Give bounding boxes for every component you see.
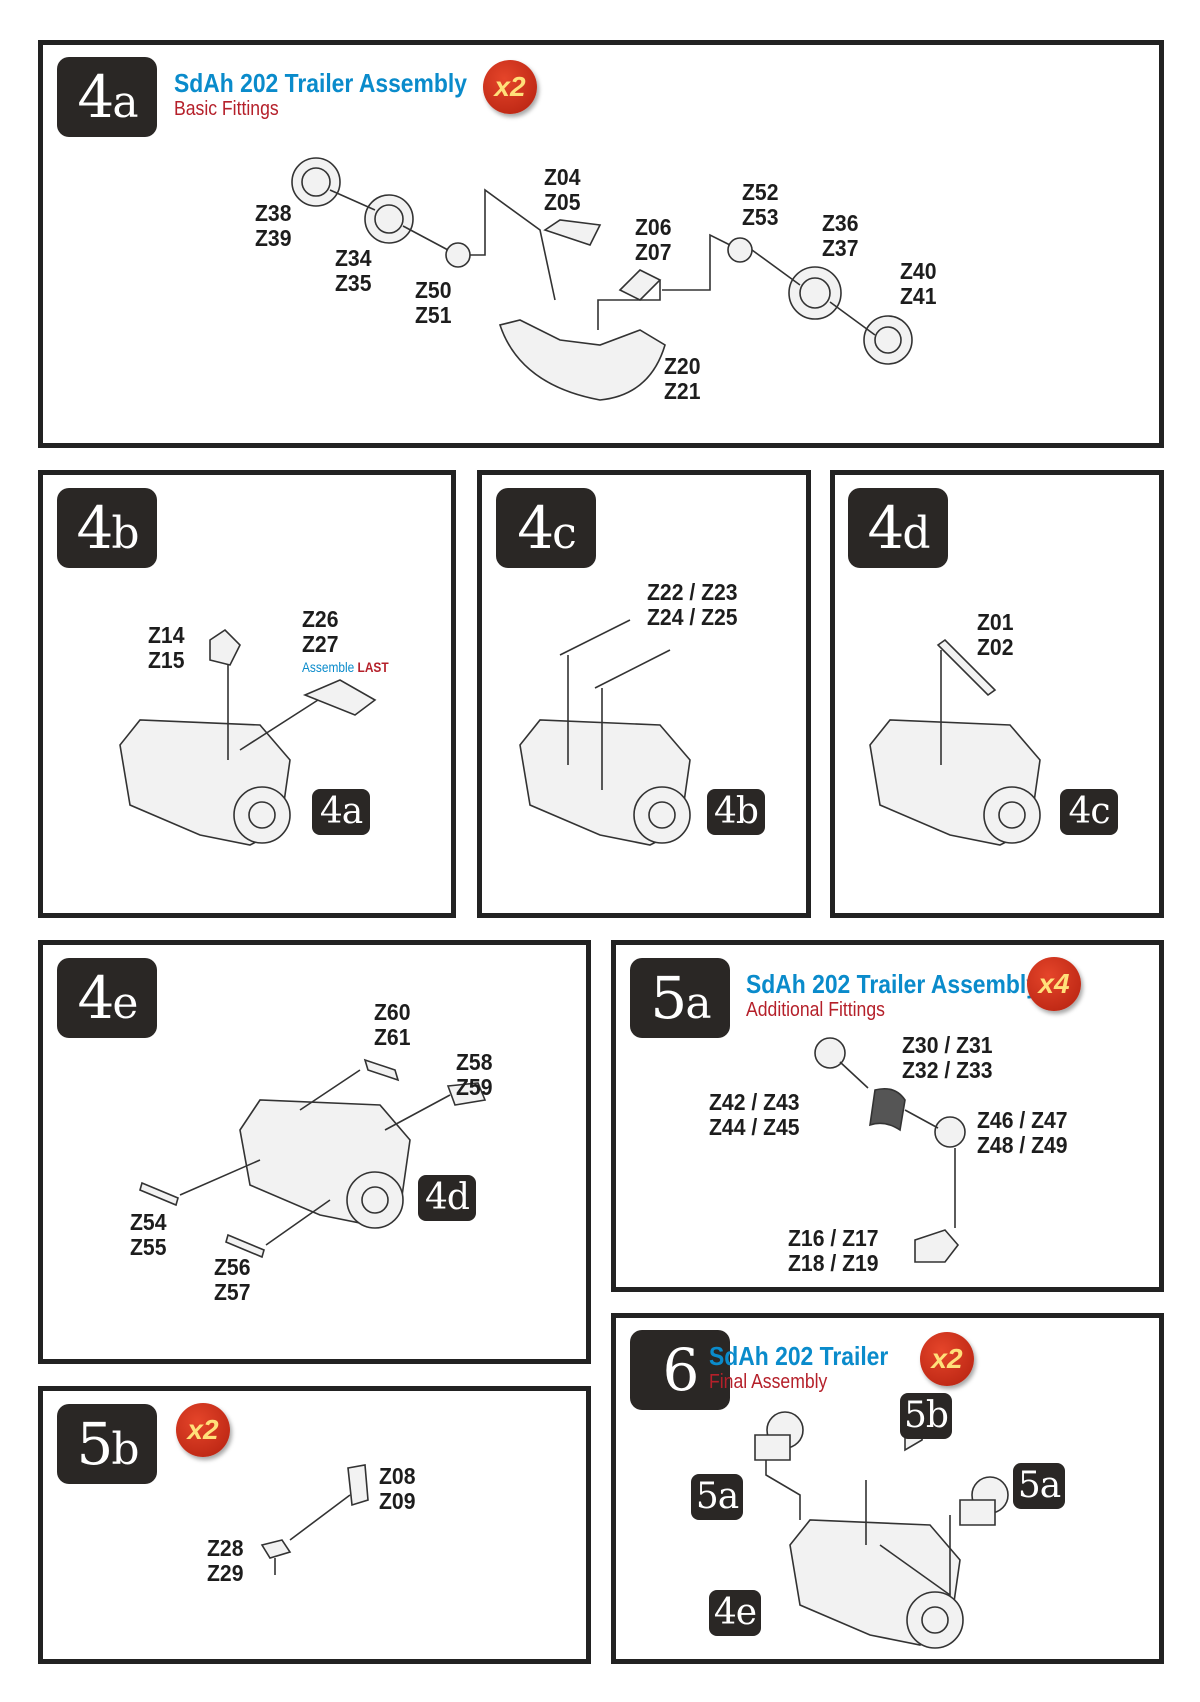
reference-step-badge: 4b [707,789,765,835]
step-letter: a [685,978,711,1029]
step-number-badge: 4d [848,488,948,568]
step-number: 4 [77,964,115,1032]
reference-step-badge: 4d [418,1175,476,1221]
step-number: 5 [76,1410,113,1478]
step-letter: a [112,77,138,128]
part-label: Z56 Z57 [214,1254,251,1305]
step-letter: e [112,978,138,1029]
step-letter: b [111,508,139,559]
step-number: 4 [76,494,113,562]
reference-step-badge: 5a [1013,1463,1065,1509]
step-number: 4 [77,63,114,131]
step-number-badge: 6 [630,1330,730,1410]
step-number: 5 [650,964,687,1032]
step-subtitle: Final Assembly [709,1371,828,1393]
part-label: Z50 Z51 [415,277,452,328]
part-label: Z42 / Z43 Z44 / Z45 [709,1089,800,1140]
quantity-badge: x2 [176,1403,230,1457]
part-label: Z06 Z07 [635,214,672,265]
step-title: SdAh 202 Trailer [709,1341,889,1371]
step-letter: b [111,1424,139,1475]
part-label: Z34 Z35 [335,245,372,296]
part-label: Z01 Z02 [977,609,1014,660]
part-label: Z20 Z21 [664,353,701,404]
note-text: Assemble [302,659,358,675]
step-number-badge: 5a [630,958,730,1038]
reference-step-badge: 5b [900,1393,952,1439]
step-title: SdAh 202 Trailer Assembly [174,68,467,98]
quantity-badge: x4 [1027,957,1081,1011]
part-label: Z40 Z41 [900,258,937,309]
step-number: 4 [517,494,554,562]
quantity-badge: x2 [920,1332,974,1386]
step-number-badge: 4e [57,958,157,1038]
reference-step-badge: 5a [691,1474,743,1520]
part-label: Z52 Z53 [742,179,779,230]
part-label: Z30 / Z31 Z32 / Z33 [902,1032,993,1083]
step-number: 6 [662,1336,700,1404]
step-subtitle: Additional Fittings [746,999,885,1021]
part-label: Z54 Z55 [130,1209,167,1260]
part-label: Z04 Z05 [544,164,581,215]
step-letter: d [902,508,930,559]
step-number-badge: 5b [57,1404,157,1484]
part-label: Z22 / Z23 Z24 / Z25 [647,579,738,630]
reference-step-badge: 4e [709,1590,761,1636]
reference-step-badge: 4a [312,789,370,835]
quantity-badge: x2 [483,60,537,114]
part-label: Z16 / Z17 Z18 / Z19 [788,1225,879,1276]
step-number-badge: 4c [496,488,596,568]
step-title: SdAh 202 Trailer Assembly [746,969,1039,999]
part-label: Z28 Z29 [207,1535,244,1586]
part-label: Z36 Z37 [822,210,859,261]
note-emphasis: LAST [357,659,389,675]
step-number-badge: 4b [57,488,157,568]
part-label: Z08 Z09 [379,1463,416,1514]
step-number-badge: 4a [57,57,157,137]
part-label: Z46 / Z47 Z48 / Z49 [977,1107,1068,1158]
part-label: Z60 Z61 [374,999,411,1050]
reference-step-badge: 4c [1060,789,1118,835]
part-label: Z38 Z39 [255,200,292,251]
step-letter: c [552,508,577,559]
part-label: Z26 Z27 [302,606,339,657]
part-label: Z14 Z15 [148,622,185,673]
step-subtitle: Basic Fittings [174,98,279,120]
part-label: Z58 Z59 [456,1049,493,1100]
step-number: 4 [867,494,904,562]
assembly-note: Assemble LAST [302,659,389,675]
